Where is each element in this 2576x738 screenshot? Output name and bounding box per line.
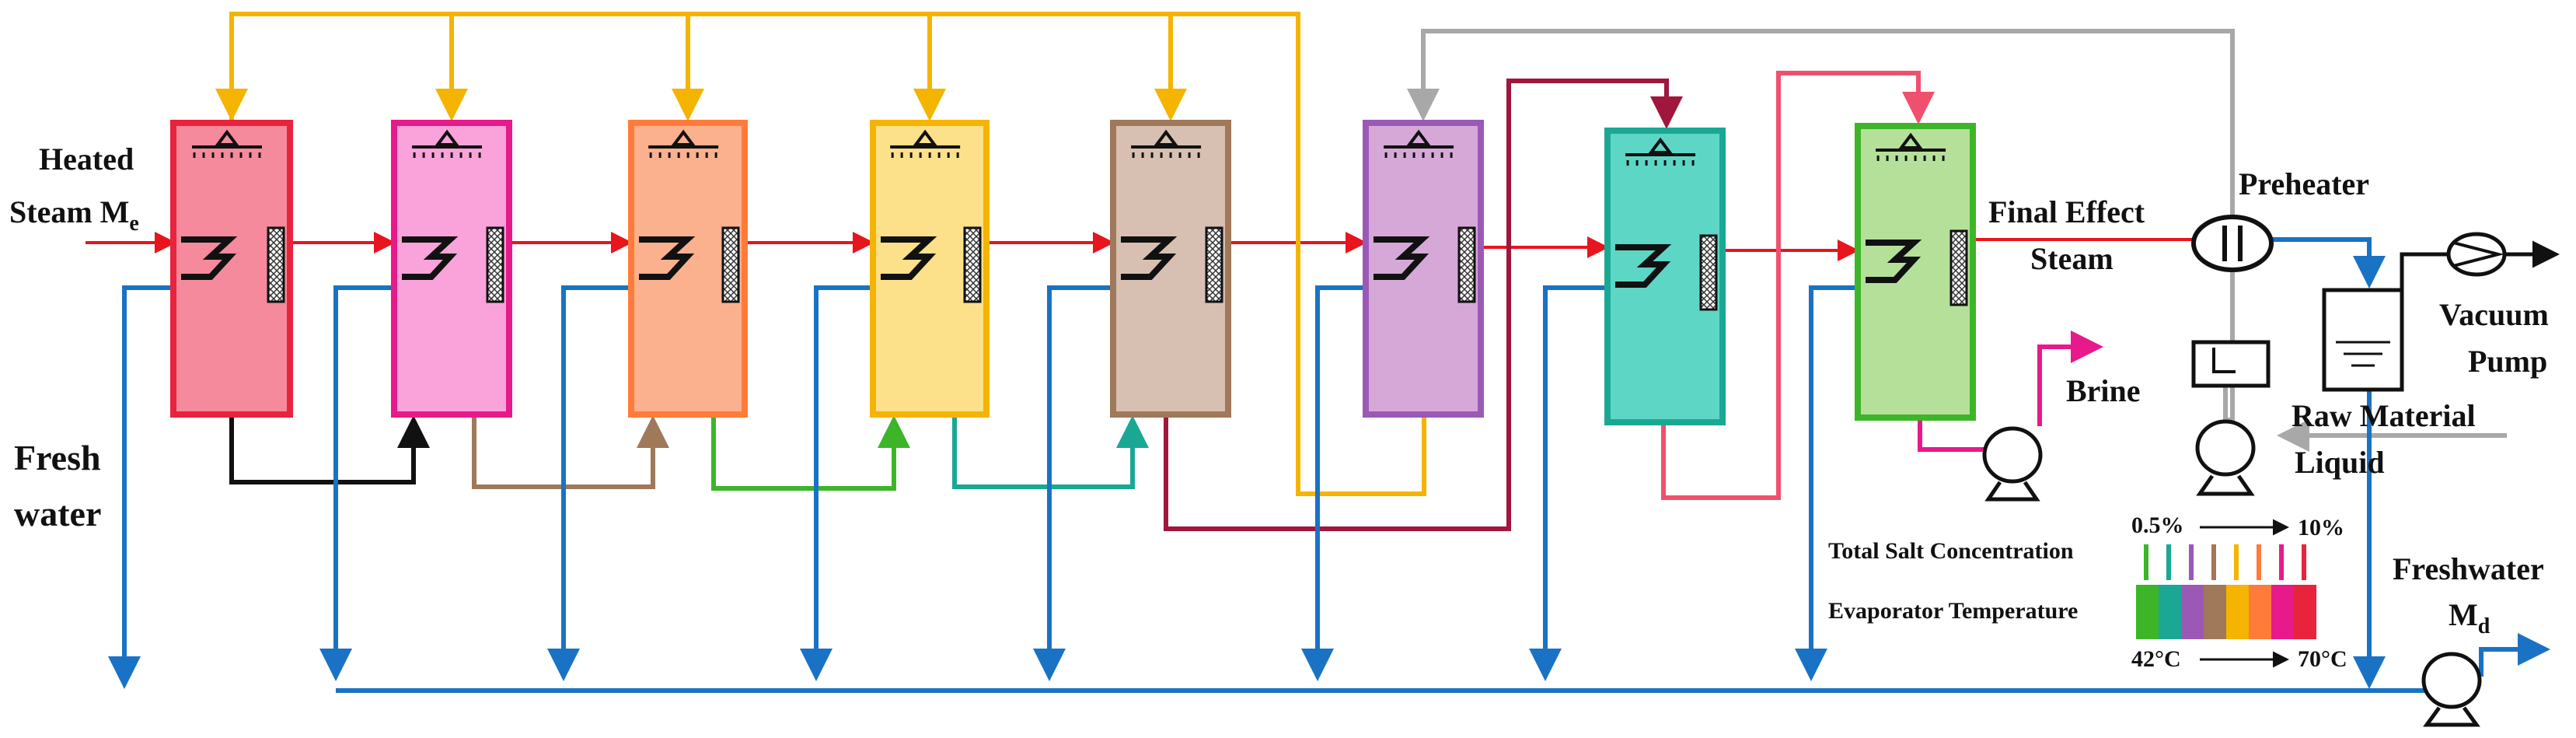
temp-low-value: 42°C [2131,646,2181,672]
effect-3 [628,120,748,418]
legend-swatch [2159,585,2181,639]
md-subscript: d [2478,614,2490,638]
final-effect-label: Final Effect [1988,194,2145,229]
heating-coil-icon [181,236,238,280]
legend-swatch [2294,585,2316,639]
demister-icon [486,226,504,303]
heating-coil-icon [1121,236,1178,280]
brine-transfer-3 [711,414,910,491]
demister-icon [963,226,982,303]
heating-coil-icon [639,236,696,280]
effect-layer [170,120,1976,425]
heating-coil-icon [1615,244,1672,288]
effect-2 [391,120,512,418]
legend-swatch [2226,585,2249,639]
heating-coil-icon [1866,240,1922,283]
demister-icon [1699,234,1718,311]
demister-icon [721,226,740,303]
demister-icon [267,226,285,303]
liquid-label: Liquid [2295,445,2385,480]
spray-nozzle-icon [913,129,938,146]
pipe-layer [86,12,2560,693]
brine-transfer-5 [1164,79,1683,531]
salt-low-value: 0.5% [2131,512,2184,538]
evaporator-temperature-label: Evaporator Temperature [1828,598,2078,624]
heating-coil-icon [402,236,459,280]
vacuum-tank [2322,288,2404,392]
legend-swatch [2249,585,2271,639]
preheater-condensate [2270,237,2386,289]
vacuum-pump [2446,232,2507,277]
vacuum-label: Vacuum [2439,297,2549,332]
steam-me-subscript: e [129,212,138,236]
spray-nozzle-icon [1898,132,1924,149]
brine-transfer-6 [1661,71,1935,500]
legend-swatch [2271,585,2294,639]
raw-material-label: Raw Material [2292,398,2476,433]
fresh-label: Fresh [14,438,101,477]
legend: Total Salt Concentration Evaporator Temp… [1828,512,2347,672]
spray-nozzle-icon [1406,129,1432,146]
steam-me-label: Steam Me [9,194,139,236]
final-steam-label: Steam [2030,241,2114,276]
brine-discharge [2037,331,2103,426]
spray-nozzle-icon [1648,137,1674,154]
legend-swatch [2136,585,2159,639]
demister-icon [1457,226,1476,303]
legend-swatch [2181,585,2204,639]
temp-high-value: 70°C [2298,646,2347,672]
raw-material-pump [2195,419,2256,496]
labels: Heated Steam Me Fresh water Final Effect… [9,142,2549,638]
fresh-water-outlet-1 [108,285,173,689]
legend-swatch [2204,585,2226,639]
vacuum-line [2400,252,2449,290]
preheater [2191,215,2274,272]
raw-material-tank [2191,340,2271,388]
preheater-label: Preheater [2239,166,2369,201]
spray-nozzle-icon [671,129,696,146]
water-label: water [14,494,101,533]
effect-7 [1604,128,1726,425]
brine-transfer-4 [952,414,1149,489]
heating-coil-icon [1374,236,1430,280]
demister-icon [1949,229,1968,306]
effect-8 [1855,123,1976,421]
steam-me-text: Steam M [9,194,129,229]
effect-1 [170,120,293,418]
effect-4 [870,120,990,418]
freshwater-pump [2421,652,2482,727]
md-text: M [2449,597,2478,632]
effect-6 [1363,120,1484,418]
salt-high-value: 10% [2298,515,2344,540]
freshwater-label: Freshwater [2393,551,2544,586]
brine-pump [1982,426,2043,502]
brine-outlet [1918,418,1984,452]
freshwater-product-outlet [2479,633,2550,677]
legend-swatch-bar [2136,544,2316,639]
heating-coil-icon [881,236,937,280]
salt-concentration-label: Total Salt Concentration [1828,538,2074,564]
pump-label: Pump [2468,344,2547,379]
effect-5 [1110,120,1231,418]
gray-feed-top [1407,29,2235,218]
spray-nozzle-icon [1154,129,1179,146]
spray-nozzle-icon [215,129,239,146]
brine-transfer-1 [229,414,430,484]
brine-label: Brine [2066,373,2141,408]
md-label: Md [2449,597,2490,638]
demister-icon [1205,226,1223,303]
effect-vessel [1363,120,1484,418]
heated-steam-label: Heated [39,142,134,177]
spray-nozzle-icon [435,129,460,146]
